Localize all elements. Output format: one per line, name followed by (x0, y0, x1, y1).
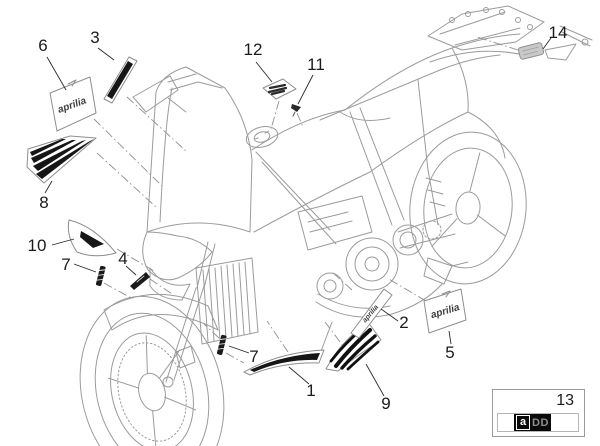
engine (297, 195, 469, 355)
radiator (195, 257, 259, 345)
callout-7-front: 7 (61, 255, 71, 274)
decal-stripe-sail (325, 321, 382, 372)
callout-13: 13 (556, 392, 574, 409)
legend-decal-bar: a DD (497, 413, 579, 432)
callout-8: 8 (39, 193, 49, 212)
callout-11: 11 (307, 55, 325, 74)
callout-3: 3 (90, 28, 100, 47)
callout-14: 14 (548, 23, 568, 42)
fuel-cap (245, 125, 279, 149)
callout-9: 9 (381, 394, 391, 413)
callout-5: 5 (445, 343, 455, 362)
badge-letters-dd: DD (532, 416, 549, 429)
decal-aprilia-logo-left: aprilia (49, 76, 97, 132)
mirror (132, 75, 179, 113)
motorcycle-line-art (79, 5, 593, 446)
rear-wheel (409, 131, 527, 285)
leader-lines (44, 37, 552, 397)
badge-letter-a: a (516, 415, 530, 430)
callout-12: 12 (243, 40, 263, 59)
front-wheel (79, 295, 225, 446)
decal-stripe-arrow-left (26, 135, 97, 184)
decal-swoosh (243, 349, 325, 376)
tail-rack (427, 5, 593, 159)
decal-small-strip-lower (216, 334, 227, 355)
decal-curved-arrow (67, 219, 117, 257)
front-fender (103, 293, 219, 331)
decal-small-mark (291, 104, 301, 117)
legend-box: 13 a DD (492, 389, 585, 437)
decal-safety-label (262, 78, 297, 100)
callout-7-lower: 7 (249, 347, 259, 366)
decal-small-strip-front (95, 265, 106, 286)
decal-aprilia-logo-right: aprilia (423, 288, 467, 334)
callout-2: 2 (399, 313, 409, 332)
decal-stripe-strip (103, 56, 138, 104)
dashdot-connectors (93, 36, 519, 364)
brand-badge: a DD (514, 414, 551, 431)
callout-10: 10 (27, 236, 47, 255)
callout-1: 1 (306, 381, 316, 400)
decal-small-black-strip (130, 272, 150, 290)
windscreen (146, 66, 253, 233)
callout-4: 4 (118, 249, 128, 268)
callout-6: 6 (38, 36, 48, 55)
decal-rear-plate (517, 42, 545, 60)
